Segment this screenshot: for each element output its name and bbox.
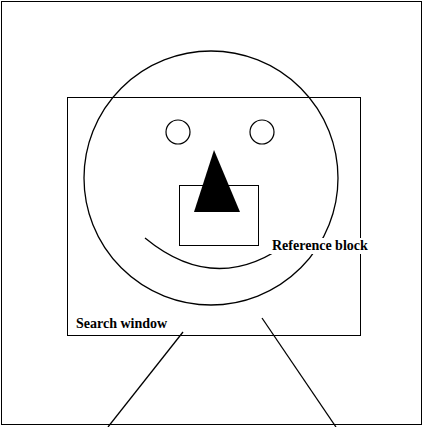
left-eye — [166, 120, 190, 144]
left-leg — [108, 332, 183, 427]
region-label: Search window — [74, 316, 169, 332]
right-leg — [262, 318, 336, 427]
right-eye — [250, 120, 274, 144]
region-label: Reference block — [270, 238, 370, 254]
face-outline — [84, 51, 338, 305]
search-window-box: Search window Reference block — [67, 97, 361, 336]
nose-triangle — [194, 150, 240, 212]
reference-block-box: Reference block — [179, 185, 259, 246]
